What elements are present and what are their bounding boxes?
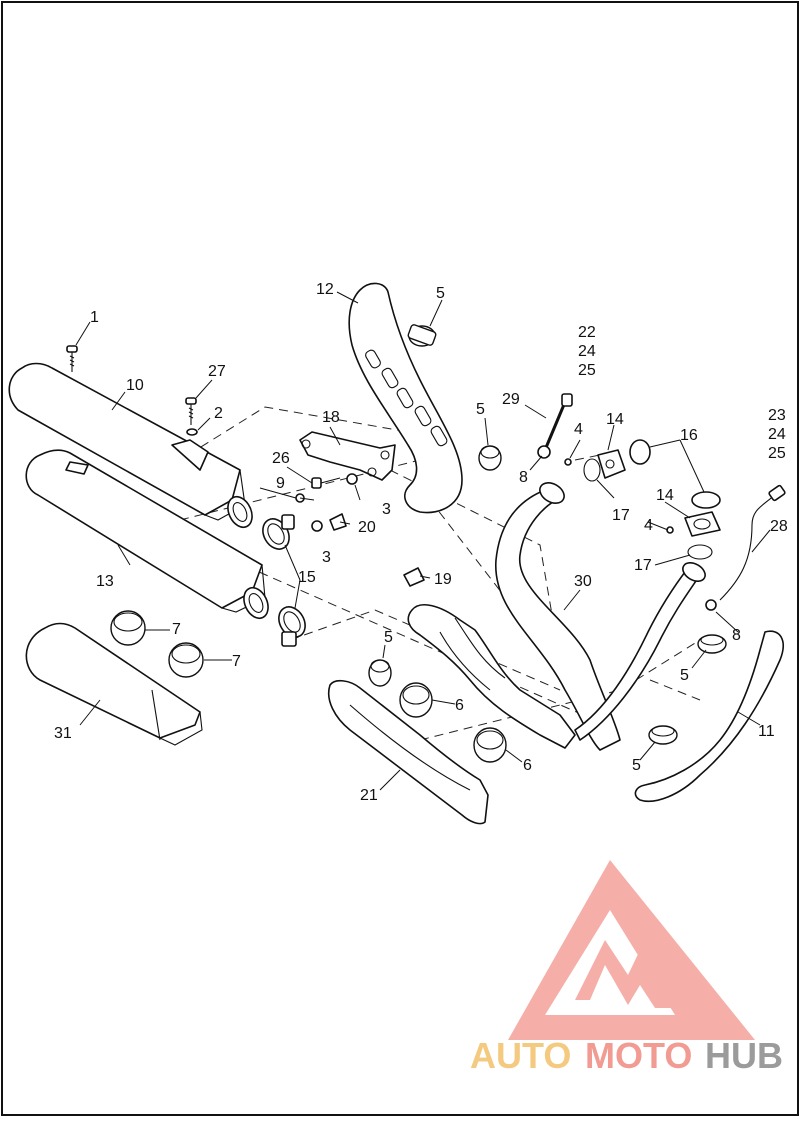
band-clamp-5-lower — [368, 659, 392, 687]
callout-5-right: 5 — [680, 667, 689, 684]
watermark-text-hub: HUB — [705, 1035, 783, 1076]
callout-1: 1 — [90, 309, 99, 326]
washer-2 — [186, 428, 198, 436]
callout-23: 23 — [768, 407, 786, 424]
watermark-text-auto: AUTO — [470, 1035, 571, 1076]
callout-3-lower: 3 — [322, 549, 331, 566]
band-clamp-6-upper — [399, 682, 433, 718]
sensor-28 — [705, 484, 786, 611]
flange-14-lower — [684, 511, 721, 537]
callout-27: 27 — [208, 363, 226, 380]
ring-17-upper — [583, 458, 601, 482]
callout-5-top: 5 — [436, 285, 445, 302]
callout-13: 13 — [96, 573, 114, 590]
callout-21: 21 — [360, 787, 378, 804]
band-clamp-5-right — [697, 634, 727, 654]
callout-26: 26 — [272, 450, 290, 467]
band-clamp-7-lower — [168, 642, 204, 678]
band-clamp-5-mid — [478, 445, 502, 471]
callout-6-lower: 6 — [523, 757, 532, 774]
gasket-16-upper — [629, 439, 651, 465]
callout-labels: 1 2 3 3 4 4 5 5 5 5 5 6 6 7 7 8 8 9 10 1… — [54, 281, 788, 804]
nut-3a — [346, 473, 358, 485]
callout-30: 30 — [574, 573, 592, 590]
callout-10: 10 — [126, 377, 144, 394]
clamp-15-upper — [262, 514, 295, 550]
callout-24-lower: 24 — [768, 426, 786, 443]
gasket-16-lower — [691, 491, 721, 509]
callout-8-upper: 8 — [519, 469, 528, 486]
logo-triangle — [508, 860, 755, 1040]
band-clamp-6-lower — [473, 727, 507, 763]
sensor-29 — [537, 393, 573, 459]
logo-inner-m — [575, 940, 672, 1008]
callout-17-upper: 17 — [612, 507, 630, 524]
muffler-lower — [25, 449, 269, 620]
watermark-text-moto: MOTO — [585, 1035, 692, 1076]
heat-shield-rear — [634, 630, 784, 802]
callout-14-upper: 14 — [606, 411, 624, 428]
callout-4-lower: 4 — [644, 517, 653, 534]
callout-24-upper: 24 — [578, 343, 596, 360]
muffler-end-cap — [25, 622, 203, 746]
muffler-bracket — [299, 431, 396, 481]
callout-17-lower: 17 — [634, 557, 652, 574]
callout-31: 31 — [54, 725, 72, 742]
band-clamp-5-bottom — [648, 725, 678, 745]
clip-19 — [403, 567, 425, 587]
callout-25-lower: 25 — [768, 445, 786, 462]
callout-7-lower: 7 — [232, 653, 241, 670]
callout-5-mid: 5 — [476, 401, 485, 418]
heat-shield-lower — [328, 679, 489, 825]
callout-5-bottom: 5 — [632, 757, 641, 774]
band-clamp-5-top — [407, 324, 437, 347]
muffler-upper — [8, 362, 253, 529]
callout-25-upper: 25 — [578, 362, 596, 379]
callout-14-lower: 14 — [656, 487, 674, 504]
callout-29: 29 — [502, 391, 520, 408]
callout-11: 11 — [758, 723, 775, 740]
bolt-27 — [185, 397, 197, 425]
callout-19: 19 — [434, 571, 452, 588]
callout-3-upper: 3 — [382, 501, 391, 518]
callout-4-upper: 4 — [574, 421, 583, 438]
callout-9: 9 — [276, 475, 285, 492]
callout-20: 20 — [358, 519, 376, 536]
callout-16: 16 — [680, 427, 698, 444]
flange-14-upper — [597, 449, 626, 479]
nut-3b — [311, 520, 323, 532]
callout-15: 15 — [298, 569, 316, 586]
callout-22: 22 — [578, 324, 596, 341]
callout-18: 18 — [322, 409, 340, 426]
callout-28: 28 — [770, 518, 788, 535]
clip-20 — [329, 513, 347, 531]
callout-8-lower: 8 — [732, 627, 741, 644]
callout-5-lower: 5 — [384, 629, 393, 646]
callout-7-upper: 7 — [172, 621, 181, 638]
bolt-1 — [66, 345, 78, 372]
callout-12: 12 — [316, 281, 334, 298]
header-pipe-30 — [495, 482, 706, 751]
leader-lines — [75, 291, 771, 791]
ring-17-lower — [687, 544, 713, 560]
screw-9 — [295, 493, 315, 503]
header-pipe-crossover — [407, 604, 576, 749]
heat-shield-front — [348, 282, 463, 514]
clamp-15-lower — [278, 606, 306, 647]
nut-4a — [564, 458, 572, 466]
watermark-logo: AUTO MOTO HUB — [470, 860, 783, 1076]
callout-6-upper: 6 — [455, 697, 464, 714]
band-clamp-7-upper — [110, 610, 146, 646]
callout-2: 2 — [214, 405, 223, 422]
